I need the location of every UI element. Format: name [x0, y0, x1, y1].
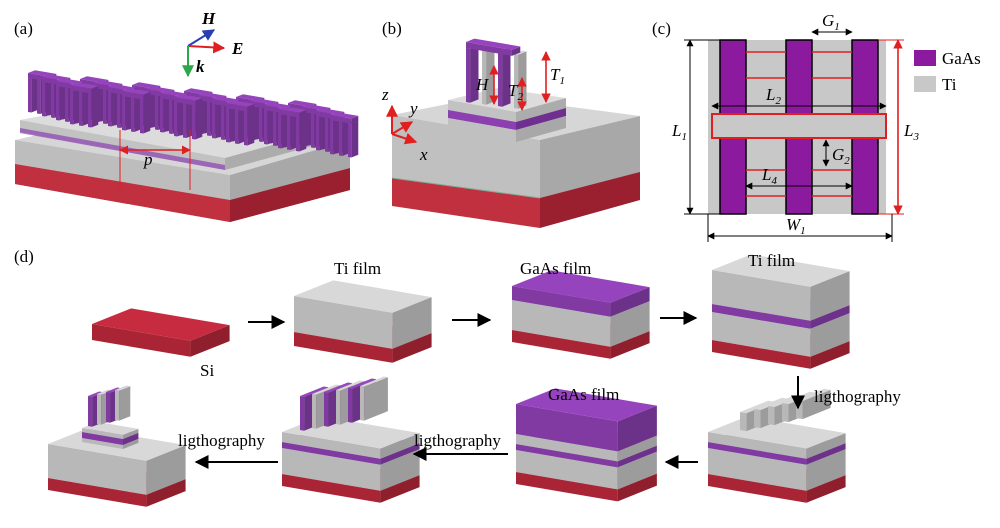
- pillar-a-0-0-0: [28, 75, 39, 113]
- pillar-a-3-5-1: [339, 118, 350, 157]
- legend-label-ti: Ti: [942, 75, 957, 94]
- pillar-a-2-1-0: [108, 89, 119, 127]
- pillar-a-cap-3-1: [122, 88, 151, 100]
- t2-label: T2: [508, 81, 523, 103]
- litho-step-2-label: ligthography: [414, 431, 501, 450]
- pillar-a-2-3-0: [212, 101, 223, 139]
- pillar-a-3-4-2: [296, 114, 307, 152]
- block-ti-film-1: [294, 280, 432, 363]
- pillar-a-3-2-1: [183, 100, 194, 139]
- x-label: x: [419, 145, 428, 164]
- si-substrate-b: [392, 175, 540, 228]
- block-final: [48, 385, 186, 507]
- unit-cell-pillars: [466, 38, 527, 109]
- pillar-a-3-0-2: [88, 90, 99, 128]
- pillar-a-3-4-0: [278, 111, 289, 149]
- h-dim-label: H: [475, 75, 490, 94]
- pillar-a-2-2-0: [160, 95, 171, 133]
- pillar-a-3-2-0: [174, 99, 185, 137]
- litho-step-3-label: ligthography: [178, 431, 265, 450]
- final-tower: [82, 421, 139, 449]
- block-ti-film-2-layer-4: [712, 254, 850, 321]
- panel-b: (b) H T2 T1 z y x: [381, 19, 640, 228]
- block-si-layer-1: [92, 308, 230, 357]
- pillar-a-cap-3-3: [226, 100, 255, 112]
- block-gaas-film-2: [516, 388, 657, 502]
- legend-swatch-gaas: [914, 50, 936, 66]
- panel-d: (d) Si Ti film GaAs film Ti film ligthog…: [14, 247, 901, 507]
- ti-cross-bar: [711, 113, 887, 139]
- pillar-a-3-1-2: [140, 96, 151, 134]
- pillar-a-3-5-2: [348, 120, 359, 158]
- block-gaas-film-1-layer-3: [512, 270, 650, 317]
- pillar-a-3-4-1: [287, 112, 298, 151]
- panel-a: (a) p H E k: [14, 9, 359, 222]
- panel-a-label: (a): [14, 19, 33, 38]
- panel-c-label: (c): [652, 19, 671, 38]
- pillar-a-3-3-1: [235, 106, 246, 145]
- pillar-a-3-0-0: [70, 87, 81, 125]
- pillar-a-cap-3-4: [278, 106, 307, 118]
- pillar-a-2-0-0: [56, 83, 67, 121]
- fin-6: [360, 376, 388, 421]
- period-label: p: [143, 150, 153, 169]
- l2-label: L2: [765, 85, 781, 107]
- step-ti-film-2-label: Ti film: [748, 251, 795, 270]
- pillar-a-3-5-0: [330, 117, 341, 155]
- step-gaas-film-2-label: GaAs film: [548, 385, 619, 404]
- legend-label-gaas: GaAs: [942, 49, 981, 68]
- pillar-a-3-2-2: [192, 102, 203, 140]
- l4-label: L4: [761, 165, 777, 187]
- block-si: [92, 308, 230, 357]
- e-field-arrow: [187, 41, 226, 54]
- pillar-b-cap: [466, 38, 521, 56]
- si-label: Si: [200, 361, 214, 380]
- y-label: y: [408, 99, 418, 118]
- h-field-arrow: [187, 29, 216, 47]
- panel-b-label: (b): [382, 19, 402, 38]
- l1-label: L1: [671, 121, 687, 143]
- ti-bridges: [746, 51, 852, 197]
- block-gaas-film-2-layer-5: [516, 388, 657, 452]
- pillar-a-3-1-1: [131, 94, 142, 133]
- step-ti-film-1-label: Ti film: [334, 259, 381, 278]
- z-label: z: [381, 85, 389, 104]
- pillar-a-3-0-1: [79, 88, 90, 127]
- pillar-a-3-3-0: [226, 105, 237, 143]
- g2-label: G2: [832, 145, 850, 167]
- t1-label: T1: [550, 65, 565, 87]
- gaas-layer-b: [448, 110, 516, 130]
- pillar-a-3-3-2: [244, 108, 255, 146]
- x-axis: [391, 132, 418, 145]
- l3-label: L3: [903, 121, 919, 143]
- process-blocks: [48, 254, 850, 507]
- pillar-a-1-0-0: [42, 79, 53, 117]
- litho-step-1-label: ligthography: [814, 387, 901, 406]
- pillar-a-cap-3-2: [174, 94, 203, 106]
- pillar-a-cap-3-5: [330, 112, 359, 124]
- pillar-a-2-4-0: [264, 107, 275, 145]
- block-litho-1: [708, 388, 846, 503]
- block-ti-film-1-layer-2: [294, 280, 432, 349]
- e-label: E: [231, 39, 243, 58]
- block-ti-film-2: [712, 254, 850, 369]
- block-gaas-film-1: [512, 270, 650, 359]
- pillar-array: [28, 70, 359, 158]
- final-tower-layer-3: [82, 421, 139, 439]
- y-axis: [391, 121, 414, 135]
- panel-c: (c) G1 L2 G2 L4 L1: [652, 11, 981, 242]
- g1-label: G1: [822, 11, 840, 33]
- panel-d-label: (d): [14, 247, 34, 266]
- pillar-a-2-5-0: [316, 113, 327, 151]
- h-label: H: [201, 9, 216, 28]
- block-litho-2: [282, 376, 420, 503]
- w1-label: W1: [786, 215, 806, 237]
- pillar-a-cap-3-0: [70, 82, 99, 94]
- pillar-a-3-1-0: [122, 93, 133, 131]
- legend-swatch-ti: [914, 76, 936, 92]
- final-pillar-4: [115, 385, 131, 421]
- step-gaas-film-1-label: GaAs film: [520, 259, 591, 278]
- k-label: k: [196, 57, 205, 76]
